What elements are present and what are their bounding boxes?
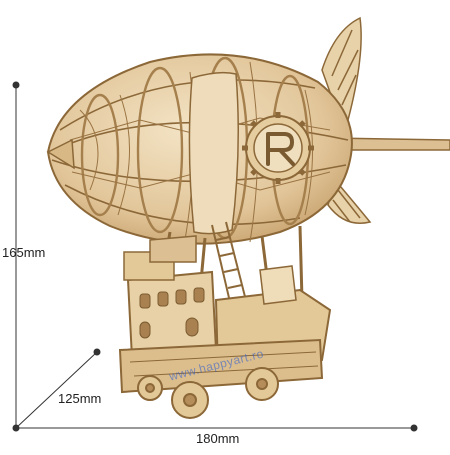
gondola-cabin [118,235,332,394]
depth-end-dot [93,348,101,356]
height-label: 165mm [2,245,46,260]
tail-fins [321,16,450,224]
depth-dimension-line [15,351,98,429]
width-end-dot [410,424,418,432]
r-monogram [266,132,295,166]
gear-emblem [242,112,314,184]
height-top-dot [12,81,20,89]
depth-label: 125mm [58,391,102,406]
dimension-lines [12,81,418,432]
wheels [137,367,279,419]
width-label: 180mm [196,431,240,446]
